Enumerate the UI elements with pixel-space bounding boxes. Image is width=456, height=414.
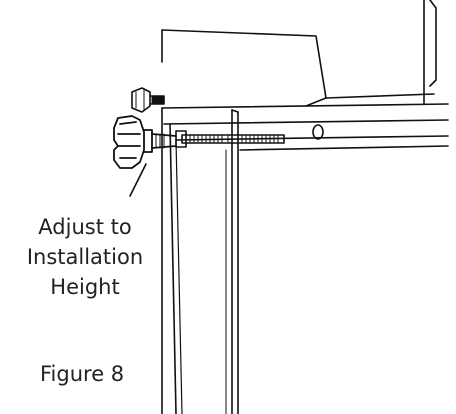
rail-hole bbox=[312, 124, 324, 140]
callout-line-1: Adjust to bbox=[38, 215, 132, 239]
threaded-rod bbox=[175, 130, 285, 148]
large-knob bbox=[113, 115, 177, 169]
upper-panel bbox=[161, 29, 435, 107]
crossbar bbox=[161, 103, 449, 151]
callout-adjust-height: Adjust to Installation Height bbox=[0, 212, 170, 302]
figure-caption: Figure 8 bbox=[40, 362, 125, 386]
callout-line-3: Height bbox=[50, 275, 120, 299]
left-post bbox=[161, 107, 183, 414]
rear-panel bbox=[423, 0, 437, 105]
callout-leader bbox=[129, 163, 147, 197]
callout-line-2: Installation bbox=[26, 245, 144, 269]
center-strip bbox=[225, 109, 239, 414]
small-knob bbox=[131, 87, 165, 113]
